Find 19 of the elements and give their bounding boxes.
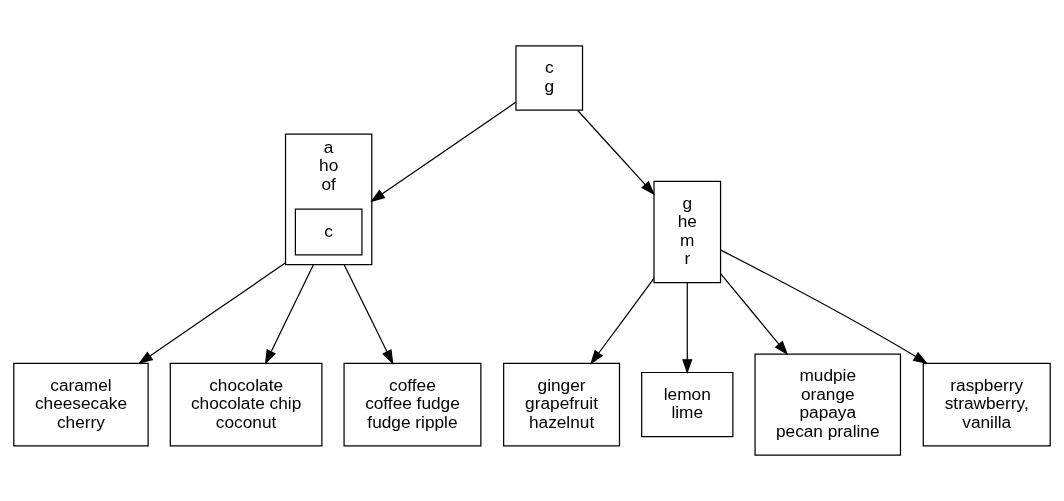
arrow — [343, 264, 394, 365]
node-box: chocolate chocolate chip coconut — [169, 362, 323, 447]
arrow — [370, 101, 517, 203]
node-box: coffee coffee fudge fudge ripple — [343, 362, 482, 447]
arrow — [138, 262, 287, 365]
arrow — [720, 249, 928, 364]
node-box: c — [294, 208, 363, 256]
arrow — [264, 264, 315, 365]
node-box: raspberry strawberry, vanilla — [922, 362, 1051, 447]
arrow — [682, 282, 693, 374]
node-box: c g — [515, 45, 584, 111]
node-box: lemon lime — [641, 371, 734, 438]
arrow — [576, 109, 655, 196]
node-box: ginger grapefruit hazelnut — [503, 362, 621, 447]
arrow — [719, 272, 789, 356]
node-box: g he m r — [653, 180, 722, 284]
node-box: mudpie orange papaya pecan praline — [754, 353, 902, 456]
node-box: caramel cheesecake cherry — [13, 362, 149, 447]
arrow — [590, 277, 655, 365]
